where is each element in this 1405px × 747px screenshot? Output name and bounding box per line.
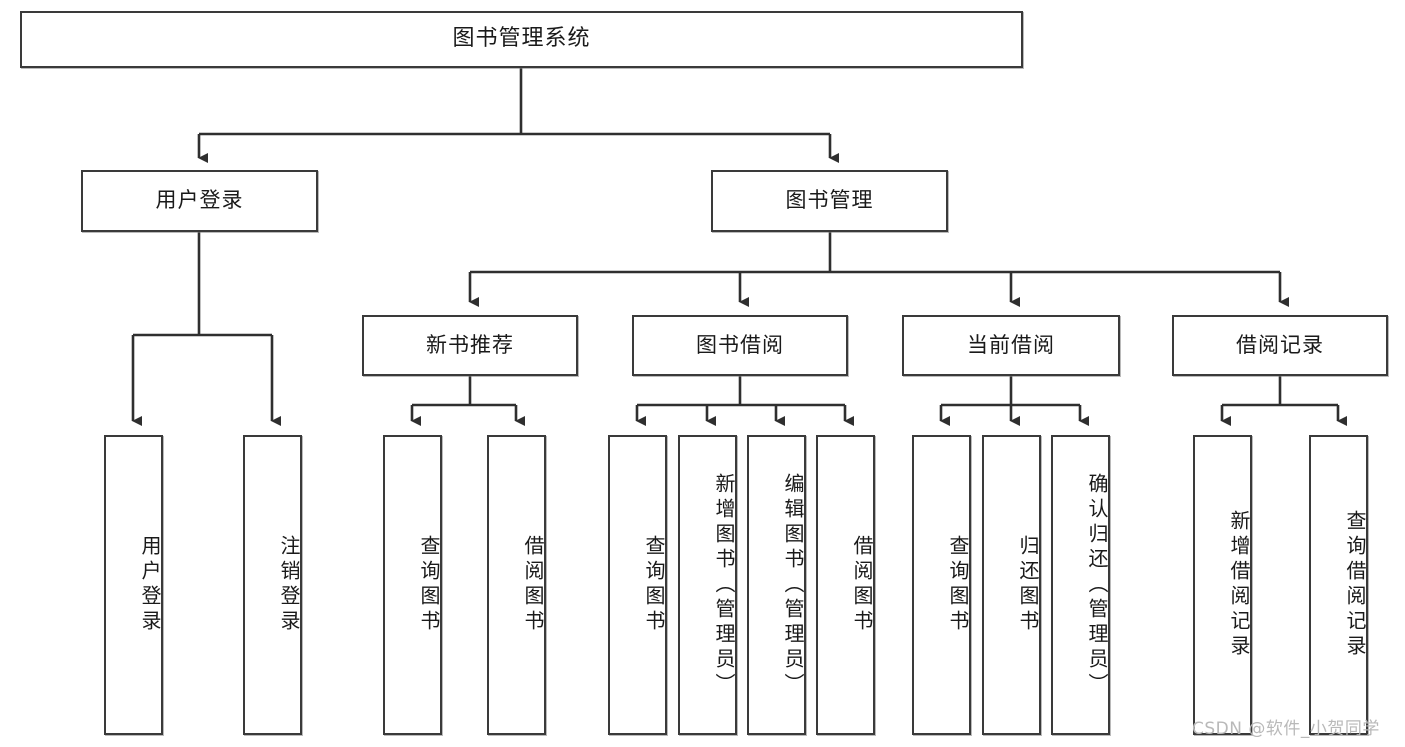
node-user-login[interactable]: 用户登录 [81,170,318,232]
node-current-borrow[interactable]: 当前借阅 [902,315,1120,376]
node-borrow-record[interactable]: 借阅记录 [1172,315,1388,376]
node-label: 借阅图书 [850,535,874,635]
leaf-book-borrow-edit[interactable]: 编辑图书（管理员） [747,435,806,735]
node-book-management[interactable]: 图书管理 [711,170,948,232]
node-label: 注销登录 [277,535,301,635]
node-label: 用户登录 [155,188,244,213]
csdn-watermark: CSDN @软件_小贺同学 [1192,719,1380,739]
node-label: 编辑图书（管理员） [781,472,805,698]
node-label: 查询图书 [417,535,441,635]
node-label: 图书借阅 [696,332,784,357]
node-label: 新增借阅记录 [1227,510,1251,660]
node-label: 借阅记录 [1236,332,1324,357]
leaf-borrow-record-query[interactable]: 查询借阅记录 [1309,435,1368,735]
leaf-current-borrow-query[interactable]: 查询图书 [912,435,971,735]
node-label: 新书推荐 [426,332,514,357]
node-label: 新增图书（管理员） [712,472,736,698]
node-book-borrow[interactable]: 图书借阅 [632,315,848,376]
leaf-book-borrow-query[interactable]: 查询图书 [608,435,667,735]
leaf-user-login-login[interactable]: 用户登录 [104,435,163,735]
node-label: 当前借阅 [967,332,1055,357]
leaf-current-borrow-confirm-return[interactable]: 确认归还（管理员） [1051,435,1110,735]
leaf-book-borrow-add[interactable]: 新增图书（管理员） [678,435,737,735]
leaf-current-borrow-return[interactable]: 归还图书 [982,435,1041,735]
node-label: 查询图书 [642,535,666,635]
leaf-book-borrow-borrow[interactable]: 借阅图书 [816,435,875,735]
leaf-user-login-logout[interactable]: 注销登录 [243,435,302,735]
node-label: 确认归还（管理员） [1085,472,1109,698]
leaf-borrow-record-add[interactable]: 新增借阅记录 [1193,435,1252,735]
node-root-system[interactable]: 图书管理系统 [20,11,1023,68]
node-new-book-recommend[interactable]: 新书推荐 [362,315,578,376]
node-label: 查询借阅记录 [1343,510,1367,660]
leaf-new-book-query[interactable]: 查询图书 [383,435,442,735]
node-label: 借阅图书 [521,535,545,635]
node-label: 归还图书 [1016,535,1040,635]
node-label: 图书管理系统 [452,26,591,52]
leaf-new-book-borrow[interactable]: 借阅图书 [487,435,546,735]
node-label: 用户登录 [138,535,162,635]
node-label: 图书管理 [785,188,874,213]
node-label: 查询图书 [946,535,970,635]
